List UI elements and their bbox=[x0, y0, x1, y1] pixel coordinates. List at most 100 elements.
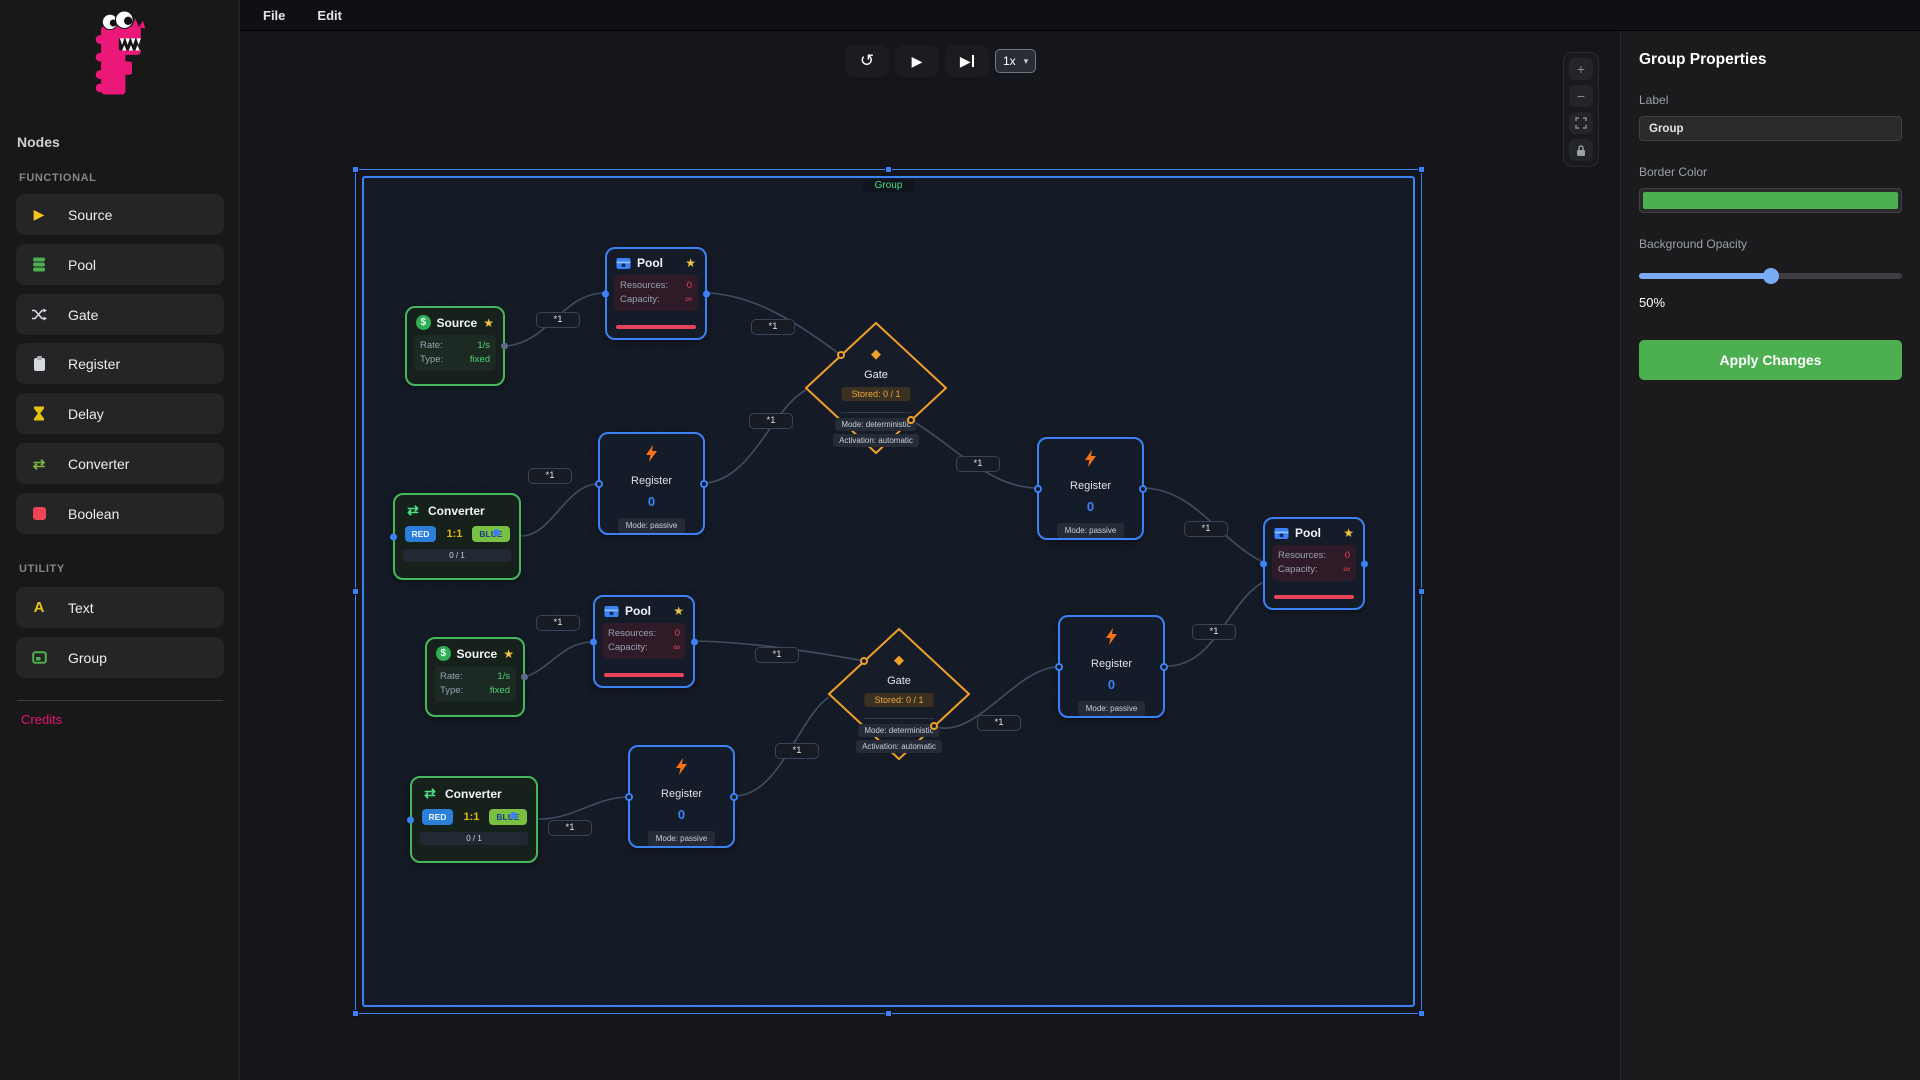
output-handle[interactable] bbox=[1361, 560, 1368, 567]
register-node[interactable]: Register 0 Mode: passive bbox=[625, 745, 738, 848]
fit-view-icon bbox=[1575, 117, 1587, 129]
apply-changes-button[interactable]: Apply Changes bbox=[1639, 340, 1902, 380]
edge[interactable] bbox=[933, 666, 1059, 729]
register-node[interactable]: Register 0 Mode: passive bbox=[1034, 437, 1147, 540]
converter-node[interactable]: ⇄ Converter RED 1:1 BLUE 0 / 1 bbox=[390, 493, 521, 580]
output-handle[interactable] bbox=[700, 479, 708, 488]
opacity-slider[interactable] bbox=[1639, 268, 1902, 284]
sidebar-item-text[interactable]: A Text bbox=[16, 587, 224, 628]
bolt-icon bbox=[646, 445, 657, 462]
sidebar-item-gate[interactable]: Gate bbox=[16, 294, 224, 335]
output-handle[interactable] bbox=[501, 342, 508, 350]
output-resource-badge: BLUE bbox=[472, 526, 510, 542]
sidebar-item-source[interactable]: ▶ Source bbox=[16, 194, 224, 235]
output-handle[interactable] bbox=[930, 722, 938, 730]
sidebar-item-group[interactable]: Group bbox=[16, 637, 224, 678]
star-icon[interactable]: ★ bbox=[1343, 526, 1354, 540]
lock-button[interactable] bbox=[1569, 139, 1593, 161]
gate-node[interactable]: ◆ Gate Stored: 0 / 1 Mode: deterministic… bbox=[824, 624, 974, 764]
menu-file[interactable]: File bbox=[263, 7, 286, 23]
section-utility: UTILITY bbox=[19, 563, 65, 575]
input-handle[interactable] bbox=[407, 816, 414, 823]
source-node[interactable]: $ Source ★ Rate:1/s Type:fixed bbox=[405, 306, 508, 386]
star-icon[interactable]: ★ bbox=[685, 256, 696, 270]
pool-node[interactable]: Pool ★ Resources:0 Capacity:∞ bbox=[590, 595, 698, 688]
stat-label: Resources: bbox=[620, 280, 669, 291]
reset-button[interactable]: ↺ bbox=[845, 45, 889, 77]
selection-handle[interactable] bbox=[352, 1010, 359, 1017]
pool-stats: Resources:0 Capacity:∞ bbox=[614, 275, 698, 311]
output-handle[interactable] bbox=[907, 416, 915, 424]
edge[interactable] bbox=[524, 641, 594, 678]
sidebar-item-delay[interactable]: Delay bbox=[16, 393, 224, 434]
edge[interactable] bbox=[704, 389, 807, 484]
node-title: Converter bbox=[445, 786, 502, 801]
selection-handle[interactable] bbox=[884, 166, 892, 173]
source-node[interactable]: $ Source ★ Rate:1/s Type:fixed bbox=[425, 637, 528, 717]
group-frame-icon bbox=[30, 651, 48, 664]
group-label-input[interactable] bbox=[1639, 116, 1902, 141]
output-handle[interactable] bbox=[1160, 662, 1168, 671]
menu-edit[interactable]: Edit bbox=[317, 7, 342, 23]
selection-handle[interactable] bbox=[884, 1010, 892, 1017]
edge-label: *1 bbox=[977, 715, 1021, 731]
menubar: File Edit bbox=[240, 0, 1920, 31]
border-color-picker[interactable] bbox=[1639, 188, 1902, 213]
pool-node[interactable]: Pool ★ Resources:0 Capacity:∞ bbox=[1260, 517, 1368, 610]
input-handle[interactable] bbox=[1055, 662, 1063, 671]
star-icon[interactable]: ★ bbox=[483, 315, 494, 330]
sidebar-item-register[interactable]: Register bbox=[16, 343, 224, 384]
input-handle[interactable] bbox=[595, 479, 603, 488]
border-color-swatch bbox=[1643, 192, 1898, 209]
register-node[interactable]: Register 0 Mode: passive bbox=[595, 432, 708, 535]
speed-select[interactable]: 1x ▾ bbox=[995, 49, 1037, 73]
swap-arrows-icon: ⇄ bbox=[32, 455, 46, 473]
output-handle[interactable] bbox=[730, 792, 738, 801]
edge[interactable] bbox=[520, 483, 599, 537]
input-handle[interactable] bbox=[590, 638, 597, 645]
play-button[interactable]: ▶ bbox=[895, 45, 939, 77]
pool-icon bbox=[1274, 527, 1289, 540]
selection-handle[interactable] bbox=[352, 166, 359, 173]
star-icon[interactable]: ★ bbox=[503, 646, 514, 661]
star-icon[interactable]: ★ bbox=[673, 604, 684, 618]
sidebar-item-boolean[interactable]: Boolean bbox=[16, 493, 224, 534]
stat-value: ∞ bbox=[673, 642, 680, 653]
input-handle[interactable] bbox=[1034, 484, 1042, 493]
register-node[interactable]: Register 0 Mode: passive bbox=[1055, 615, 1168, 718]
stat-label: Rate: bbox=[440, 671, 463, 682]
input-handle[interactable] bbox=[837, 351, 845, 359]
selection-handle[interactable] bbox=[1418, 166, 1425, 173]
convert-icon: ⇄ bbox=[407, 502, 419, 518]
output-handle[interactable] bbox=[691, 638, 698, 645]
output-handle[interactable] bbox=[703, 290, 710, 297]
step-button[interactable]: ▶ bbox=[945, 45, 989, 77]
credits-link[interactable]: Credits bbox=[21, 712, 63, 727]
input-handle[interactable] bbox=[602, 290, 609, 297]
opacity-slider-handle[interactable] bbox=[1762, 268, 1779, 284]
sidebar-item-converter[interactable]: ⇄ Converter bbox=[16, 443, 224, 484]
stat-value: 1/s bbox=[477, 340, 490, 351]
output-handle[interactable] bbox=[1139, 484, 1147, 493]
fit-view-button[interactable] bbox=[1569, 112, 1593, 134]
zoom-in-button[interactable]: + bbox=[1569, 58, 1593, 80]
input-handle[interactable] bbox=[390, 533, 397, 540]
input-handle[interactable] bbox=[860, 657, 868, 665]
output-handle[interactable] bbox=[521, 673, 528, 681]
edge[interactable] bbox=[1143, 487, 1264, 563]
zoom-out-button[interactable]: − bbox=[1569, 85, 1593, 107]
output-handle[interactable] bbox=[510, 812, 517, 819]
pool-node[interactable]: Pool ★ Resources:0 Capacity:∞ bbox=[602, 247, 710, 340]
selection-handle[interactable] bbox=[1418, 587, 1425, 595]
sidebar-item-pool[interactable]: Pool bbox=[16, 244, 224, 285]
gate-node[interactable]: ◆ Gate Stored: 0 / 1 Mode: deterministic… bbox=[801, 318, 951, 458]
edge[interactable] bbox=[537, 796, 629, 820]
converter-node[interactable]: ⇄ Converter RED 1:1 BLUE 0 / 1 bbox=[407, 776, 538, 863]
output-handle[interactable] bbox=[493, 529, 500, 536]
edge[interactable] bbox=[706, 292, 842, 356]
selection-handle[interactable] bbox=[1418, 1010, 1425, 1017]
selection-handle[interactable] bbox=[352, 587, 359, 595]
input-handle[interactable] bbox=[625, 792, 633, 801]
input-handle[interactable] bbox=[1260, 560, 1267, 567]
